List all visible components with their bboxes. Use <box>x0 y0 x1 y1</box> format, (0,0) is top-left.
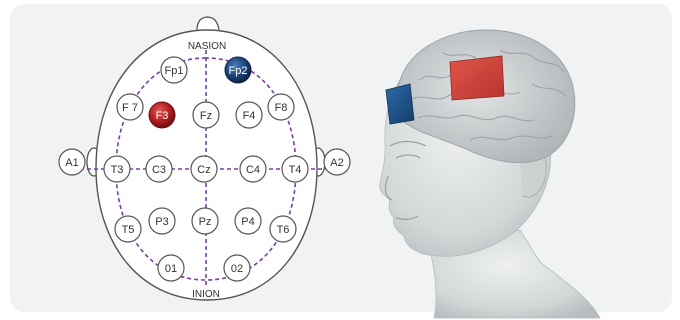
nasion-label: NASION <box>188 41 226 52</box>
electrode-f7: F 7 <box>116 93 144 121</box>
electrode-t5: T5 <box>114 215 142 243</box>
electrode-t3: T3 <box>103 155 131 183</box>
electrode-fz: Fz <box>192 101 220 129</box>
electrode-label: A2 <box>330 157 343 169</box>
electrode-label: Fp2 <box>229 65 248 77</box>
electrode-label: 01 <box>165 263 177 275</box>
electrode-p4: P4 <box>234 207 262 235</box>
electrode-label: F4 <box>243 110 256 122</box>
head-illustration <box>379 29 601 319</box>
nose-shape <box>196 16 220 31</box>
electrode-a1: A1 <box>58 148 86 176</box>
brow-line <box>389 140 427 147</box>
stimulation-pad-blue <box>385 83 415 125</box>
electrode-f3: F3 <box>148 101 176 129</box>
electrode-label: C4 <box>246 164 260 176</box>
nose-line <box>384 175 393 201</box>
eye-left <box>395 154 421 159</box>
electrode-o1: 01 <box>157 254 185 282</box>
electrode-label: F 7 <box>122 102 138 114</box>
electrode-p3: P3 <box>148 207 176 235</box>
electrode-pz: Pz <box>191 207 219 235</box>
electrode-label: P4 <box>241 216 254 228</box>
electrode-label: P3 <box>155 216 168 228</box>
electrode-label: T6 <box>277 224 290 236</box>
electrode-fp2: Fp2 <box>224 56 252 84</box>
inion-label: INION <box>192 289 220 300</box>
mouth-line <box>395 215 419 220</box>
electrode-f8: F8 <box>267 93 295 121</box>
electrode-label: Fz <box>200 110 212 122</box>
electrode-label: T3 <box>111 164 124 176</box>
electrode-label: Fp1 <box>165 65 184 77</box>
facial-features <box>384 140 427 220</box>
electrode-label: C3 <box>152 164 166 176</box>
electrode-label: Cz <box>197 164 210 176</box>
electrode-c4: C4 <box>239 155 267 183</box>
electrode-c3: C3 <box>145 155 173 183</box>
electrode-t6: T6 <box>269 215 297 243</box>
electrode-label: F8 <box>275 102 288 114</box>
electrode-o2: 02 <box>223 254 251 282</box>
electrode-cz: Cz <box>190 155 218 183</box>
electrode-f4: F4 <box>235 101 263 129</box>
stimulation-pad-red <box>449 55 505 101</box>
electrode-a2: A2 <box>323 148 351 176</box>
electrode-fp1: Fp1 <box>160 56 188 84</box>
electrode-label: T5 <box>122 224 135 236</box>
electrode-label: A1 <box>65 157 78 169</box>
electrode-label: 02 <box>231 263 243 275</box>
electrode-label: T4 <box>289 164 302 176</box>
electrode-label: Pz <box>199 216 212 228</box>
electrode-label: F3 <box>156 110 169 122</box>
electrode-t4: T4 <box>281 155 309 183</box>
